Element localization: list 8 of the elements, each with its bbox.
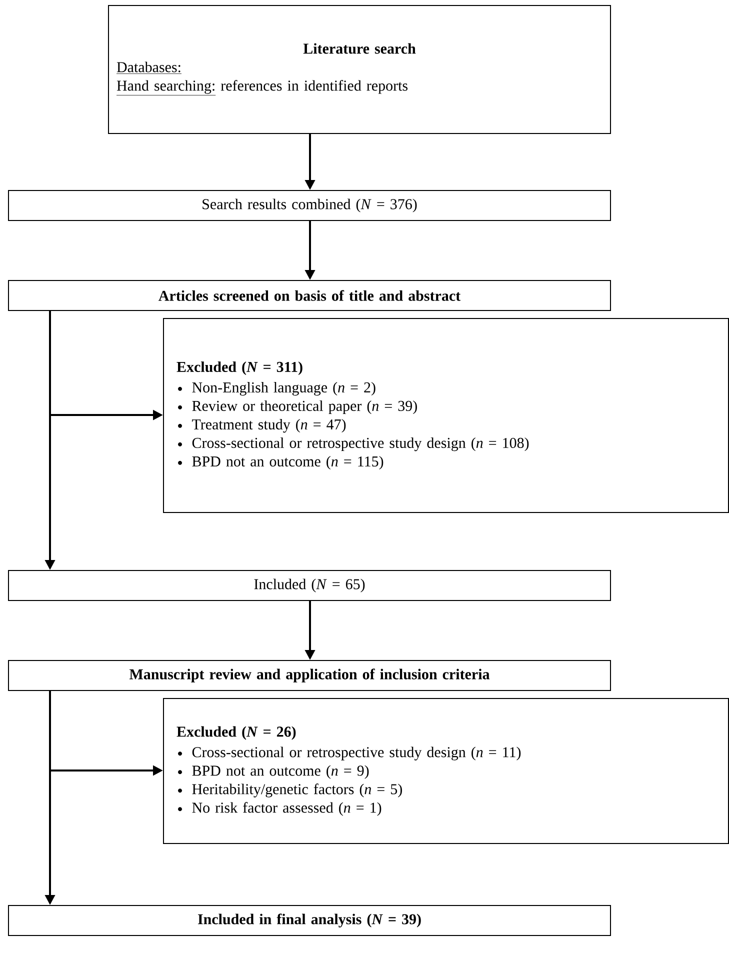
search-box: Literature search Databases: Hand searching: references in identified reports	[108, 5, 611, 134]
process-box: Manuscript review and application of inclusion criteria	[8, 660, 611, 691]
process-box: Included (N = 65)	[8, 570, 611, 601]
process-box: Search results combined (N = 376)	[8, 190, 611, 221]
exclusion-box: Excluded (N = 26) Cross-sectional or retrospective study design (n = 11) BPD not an outcome (n = 9) Heritability/genetic factors (n = 5) No risk factor assessed (n = 1)	[163, 698, 729, 844]
exclusion-box: Excluded (N = 311) Non-English language (n = 2) Review or theoretical paper (n = 39) Treatment study (n = 47) Cross-sectional or retrospective study design (n = 108) BPD not an outcome (n = 115)	[163, 318, 729, 513]
process-box: Articles screened on basis of title and abstract	[8, 280, 611, 311]
process-box: Included in final analysis (N = 39)	[8, 905, 611, 936]
